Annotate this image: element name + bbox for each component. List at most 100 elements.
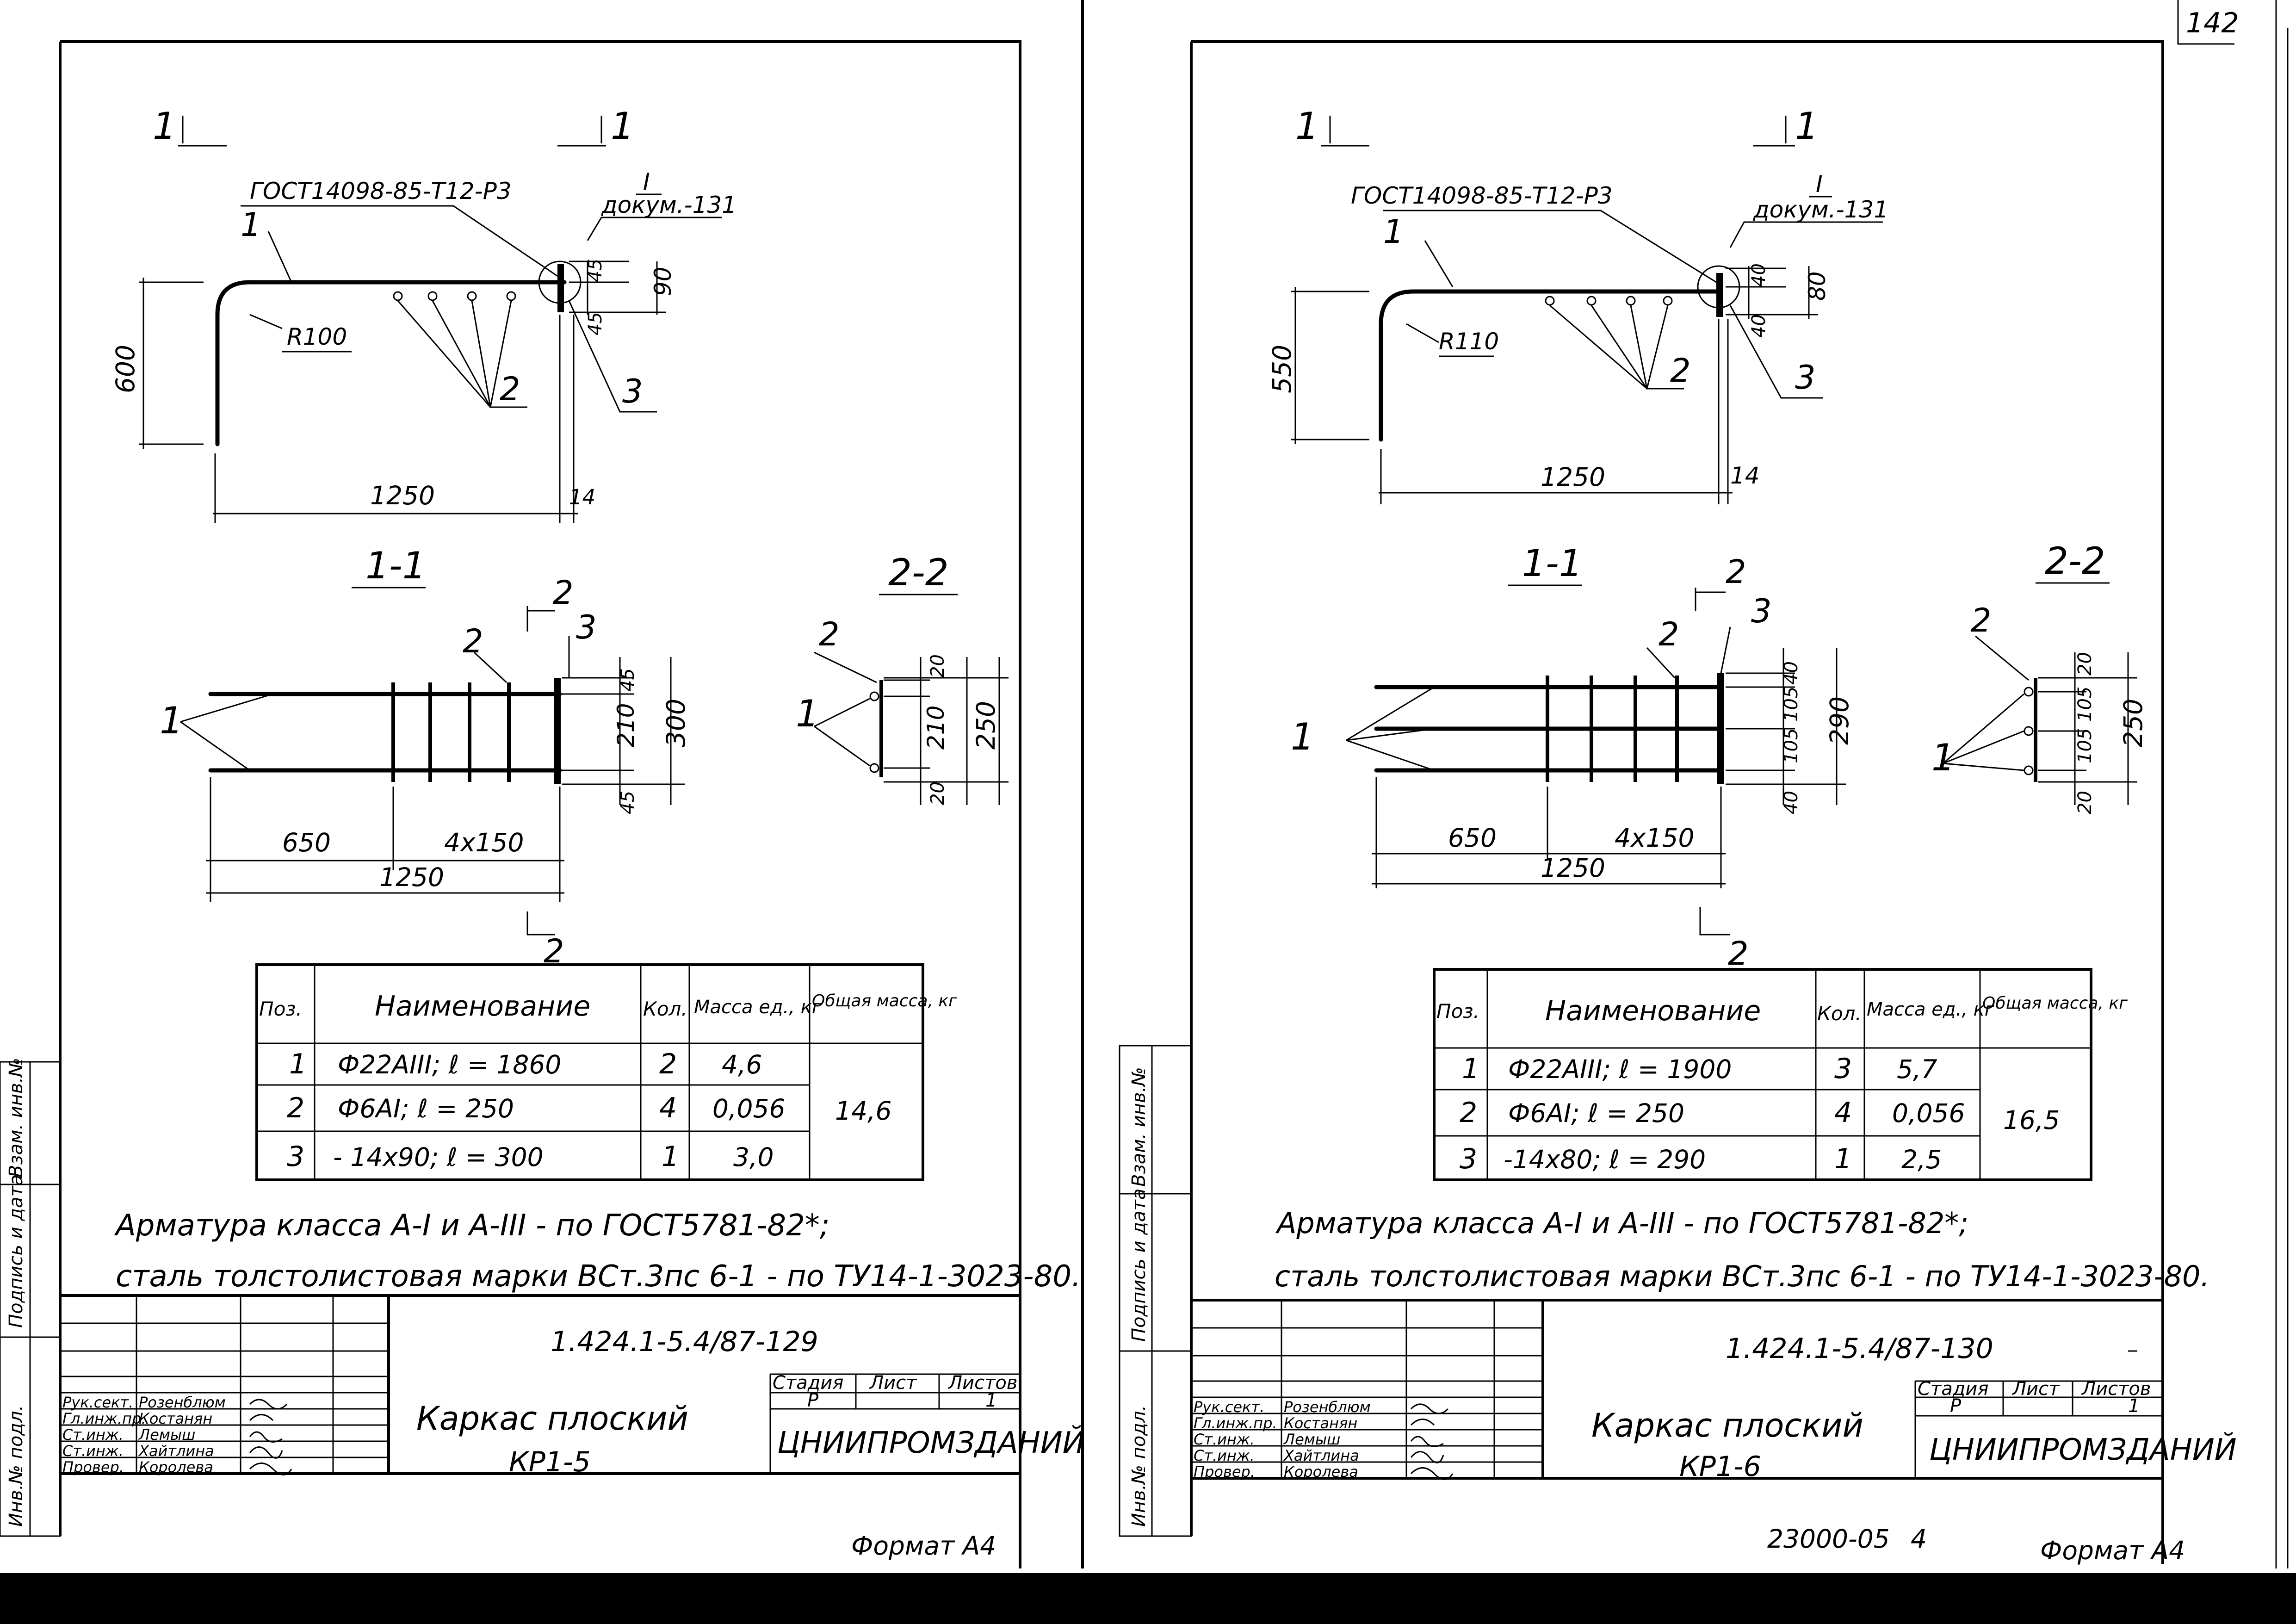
side-stamp-repl: Взам. инв.№: [1128, 1067, 1150, 1187]
spec-head-qty: Кол.: [1817, 1002, 1862, 1025]
main-view: 1 1 1 ГОСТ14098-85-Т12-Р3 I докум.-131: [111, 105, 736, 523]
sheet-frame: [60, 40, 1021, 1568]
section-1-1: 1-1 2 2 2 3 1 45 210 45: [160, 544, 691, 970]
pos-3-label: 3: [1795, 359, 1816, 397]
section-pos-2: 2: [463, 622, 483, 660]
s22-dim-total: 250: [971, 701, 1001, 750]
s11-dim-a: 40: [1781, 661, 1802, 685]
stage-head-3: Листов: [2081, 1378, 2151, 1400]
section-pos-3: 3: [576, 608, 597, 646]
signatures: [1410, 1403, 1454, 1480]
spec-row1-name: Ф22АIII; ℓ = 1900: [1508, 1054, 1732, 1084]
archive-number: 23000-05: [1767, 1524, 1890, 1554]
s11-len1: 650: [1448, 823, 1497, 853]
spec-head-pos: Поз.: [259, 998, 302, 1020]
stage-head-2: Лист: [869, 1372, 917, 1394]
s22-dim-d: 20: [2074, 791, 2096, 814]
plate-h2: 45: [585, 312, 606, 335]
note-line-1: Арматура класса А-I и А-III - по ГОСТ578…: [1275, 1206, 1968, 1240]
main-view: 1 1 1 ГОСТ14098-85-Т12-Р3 I докум.-131 R…: [1267, 105, 1888, 504]
role-2: Гл.инж.пр.: [1194, 1414, 1277, 1432]
drawing-title-1: Каркас плоский: [1591, 1407, 1863, 1444]
pos-3-label: 3: [622, 372, 643, 410]
section-2-2-title: 2-2: [888, 551, 949, 594]
cut-mark-left: 1: [153, 105, 176, 148]
s22-dim-b: 105: [2074, 687, 2096, 722]
spec-table: Поз. Наименование Кол. Масса ед., кг Общ…: [1433, 968, 2128, 1181]
spec-row3-qty: 1: [662, 1141, 679, 1173]
gost-label: ГОСТ14098-85-Т12-Р3: [1351, 182, 1613, 209]
transverse-bars: [393, 291, 516, 301]
spec-row3-pos: 3: [1460, 1143, 1477, 1175]
name-2: Костанян: [1284, 1414, 1357, 1432]
radius-label: R110: [1439, 328, 1499, 355]
length-dim: 1250: [370, 481, 435, 510]
sec2-mark-top: 2: [1726, 553, 1746, 591]
note-line-2: сталь толстолистовая марки ВСт.3пс 6-1 -…: [1275, 1259, 2209, 1293]
cut-mark-right: 1: [1795, 105, 1819, 148]
stage-val-3: 1: [985, 1390, 997, 1411]
name-4: Хайтлина: [1283, 1447, 1359, 1464]
bent-rod: [215, 280, 567, 446]
section-cross-bars: [1546, 676, 1679, 782]
side-stamp-inv: Инв.№ подл.: [6, 1405, 27, 1527]
spec-head-mass: Масса ед., кг: [1867, 999, 1995, 1020]
stage-val-1: Р: [1950, 1395, 1962, 1417]
name-5: Королева: [139, 1458, 213, 1476]
spec-row1-qty: 2: [659, 1048, 677, 1080]
radius-label: R100: [287, 323, 347, 350]
drawing-title-2: КР1-5: [509, 1446, 591, 1478]
gost-label: ГОСТ14098-85-Т12-Р3: [250, 178, 512, 205]
cut-mark-right: 1: [611, 105, 634, 148]
spec-row3-name: -14х80; ℓ = 290: [1504, 1145, 1706, 1174]
spec-row2-pos: 2: [287, 1092, 304, 1124]
stage-head-1: Стадия: [1918, 1378, 1988, 1400]
section-plate: [554, 678, 561, 784]
role-2: Гл.инж.пр.: [62, 1410, 146, 1427]
height-dim: 600: [111, 345, 140, 393]
end-plate: [557, 264, 564, 312]
spec-row3-name: - 14х90; ℓ = 300: [333, 1142, 544, 1172]
s22-pos-2: 2: [819, 615, 840, 653]
pos-1-label: 1: [241, 206, 261, 244]
doc-code: 1.424.1-5.4/87-129: [551, 1326, 818, 1358]
node-ref: I: [643, 168, 650, 195]
s22-dim-a: 20: [2074, 652, 2096, 676]
height-dim: 550: [1267, 345, 1297, 393]
sheet-left: Инв.№ подл. Подпись и дата Взам. инв.№ 1…: [0, 40, 1085, 1568]
s11-dim-b: 210: [613, 703, 639, 747]
side-stamp: Инв.№ подл. Подпись и дата Взам. инв.№: [1119, 1045, 1192, 1537]
section-pos-2: 2: [1659, 615, 1679, 653]
spec-head-name: Наименование: [375, 990, 590, 1023]
s22-dim-total: 250: [2118, 699, 2148, 747]
node-doc: докум.-131: [601, 192, 736, 218]
stage-head-2: Лист: [2011, 1378, 2060, 1400]
spec-row2-mass: 0,056: [1892, 1098, 1965, 1128]
side-stamp-repl: Взам. инв.№: [6, 1058, 27, 1178]
doc-code: 1.424.1-5.4/87-130: [1726, 1333, 1993, 1365]
spec-table: Поз. Наименование Кол. Масса ед., кг Общ…: [255, 963, 958, 1181]
role-5: Провер.: [62, 1458, 124, 1476]
pos-2-label: 2: [500, 370, 520, 408]
sheet-frame: [1191, 40, 2164, 1564]
spec-row2-pos: 2: [1460, 1097, 1477, 1129]
s11-total: 1250: [1541, 853, 1605, 883]
plate-h1: 40: [1748, 263, 1770, 287]
s22-dim-a: 20: [927, 654, 948, 678]
section-2-2: 2-2 2 1 20 105 105 20 250: [1931, 539, 2148, 814]
node-ref: I: [1816, 171, 1823, 198]
drawing-title-1: Каркас плоский: [416, 1400, 688, 1438]
s22-pos-1: 1: [796, 692, 819, 735]
s11-dim-d: 40: [1781, 791, 1802, 814]
spec-head-mass: Масса ед., кг: [694, 997, 822, 1018]
spec-row2-qty: 4: [659, 1092, 677, 1124]
drawing-title-2: КР1-6: [1679, 1450, 1761, 1483]
name-4: Хайтлина: [138, 1442, 214, 1460]
name-3: Лемыш: [138, 1426, 195, 1444]
note-line-1: Арматура класса А-I и А-III - по ГОСТ578…: [114, 1209, 829, 1243]
side-stamp: Инв.№ подл. Подпись и дата Взам. инв.№: [0, 1058, 61, 1537]
role-1: Рук.сект.: [1194, 1398, 1264, 1416]
section-pos-1: 1: [160, 699, 183, 742]
s11-dim-total: 290: [1825, 696, 1854, 745]
